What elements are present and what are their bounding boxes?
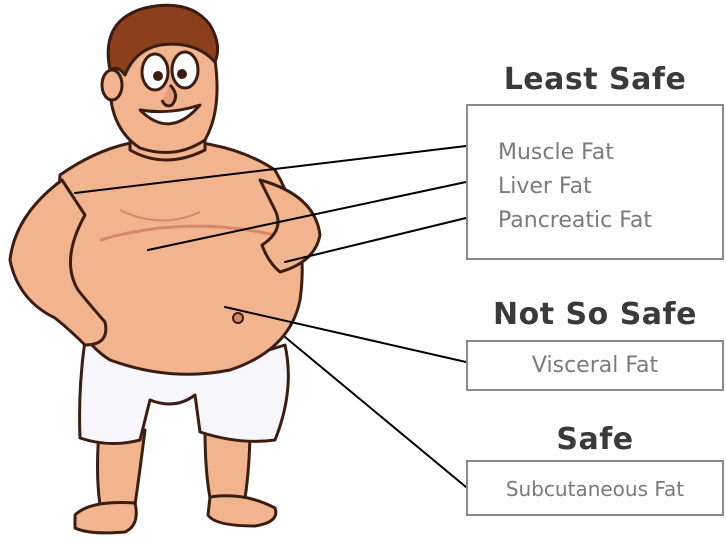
box-least-safe: Muscle Fat Liver Fat Pancreatic Fat bbox=[466, 104, 724, 260]
pointer-subcutaneous-fat bbox=[285, 337, 466, 487]
label-subcutaneous-fat: Subcutaneous Fat bbox=[468, 472, 722, 506]
man-illustration bbox=[10, 5, 320, 533]
label-muscle-fat: Muscle Fat bbox=[498, 136, 722, 170]
ear bbox=[102, 70, 122, 100]
label-liver-fat: Liver Fat bbox=[498, 170, 722, 204]
heading-safe: Safe bbox=[470, 422, 720, 457]
box-safe: Subcutaneous Fat bbox=[466, 460, 724, 516]
box-not-so-safe: Visceral Fat bbox=[466, 340, 724, 391]
heading-not-so-safe: Not So Safe bbox=[465, 297, 725, 332]
right-foot bbox=[208, 496, 276, 526]
left-foot bbox=[75, 503, 136, 533]
label-visceral-fat: Visceral Fat bbox=[468, 349, 722, 383]
label-pancreatic-fat: Pancreatic Fat bbox=[498, 204, 722, 238]
navel bbox=[233, 313, 243, 323]
heading-least-safe: Least Safe bbox=[470, 62, 720, 97]
